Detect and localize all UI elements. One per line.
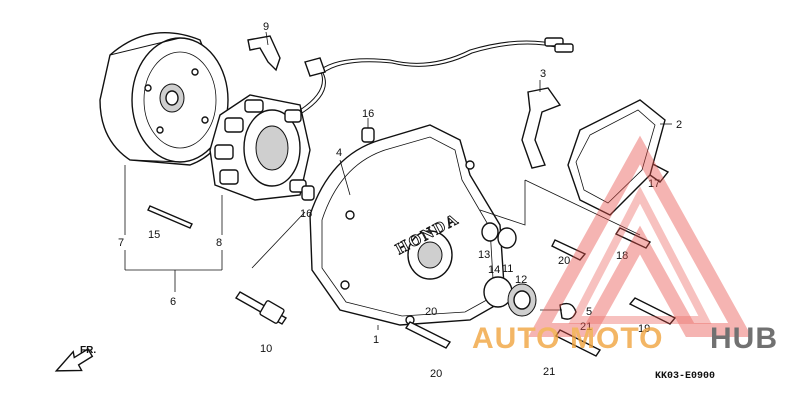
- watermark-text-hub: HUB: [710, 322, 778, 355]
- callout-20-upper: 20: [425, 306, 437, 318]
- watermark-text-auto: AUTO: [472, 322, 560, 355]
- callout-20-lower: 20: [430, 368, 442, 380]
- callout-1: 1: [373, 334, 379, 346]
- callout-3: 3: [540, 68, 546, 80]
- callout-6: 6: [170, 296, 176, 308]
- callout-14: 14: [488, 264, 500, 276]
- callout-2: 2: [676, 119, 682, 131]
- watermark-text-moto: MOTO: [570, 322, 663, 355]
- wire-clip-part: [247, 35, 281, 72]
- callout-12: 12: [515, 274, 527, 286]
- callout-11: 11: [502, 263, 513, 275]
- callout-19: 19: [638, 323, 650, 335]
- callout-4: 4: [336, 147, 342, 159]
- callout-5: 5: [586, 306, 592, 318]
- callout-16-top: 16: [362, 108, 374, 120]
- callout-21-upper: 21: [580, 321, 592, 333]
- watermark-logo: AUTO MOTO HUB: [472, 135, 778, 355]
- hose-clip-part: [559, 302, 577, 320]
- callout-8: 8: [216, 237, 222, 249]
- callout-17: 17: [648, 178, 660, 190]
- wire-harness: [299, 37, 574, 114]
- callout-labels: 9 7 15 8 6 16 16 4 10 1 20 20 13 11 14 1…: [118, 21, 682, 380]
- callout-21-lower: 21: [543, 366, 555, 378]
- direction-label: FR.: [80, 345, 96, 356]
- dowel-pins: [301, 127, 375, 201]
- flywheel-part: [99, 32, 229, 166]
- diagram-code: KK03-E0900: [655, 371, 715, 382]
- stator-part: [209, 94, 311, 201]
- leader-lines: [124, 31, 672, 330]
- callout-13: 13: [478, 249, 490, 261]
- sprocket-cover-part: [567, 99, 666, 216]
- front-direction-indicator: FR.: [54, 345, 96, 372]
- callout-9: 9: [263, 21, 269, 33]
- callout-7: 7: [118, 237, 124, 249]
- bracket-part: [521, 87, 562, 169]
- callout-15: 15: [148, 229, 160, 241]
- crankcase-cover-part: HONDA: [309, 124, 506, 326]
- seal-and-cap-parts: [481, 222, 537, 317]
- bolt-hardware: [147, 159, 677, 357]
- callout-16-lower: 16: [300, 208, 312, 220]
- callout-18: 18: [616, 250, 628, 262]
- callout-20-right: 20: [558, 255, 570, 267]
- callout-10: 10: [260, 343, 272, 355]
